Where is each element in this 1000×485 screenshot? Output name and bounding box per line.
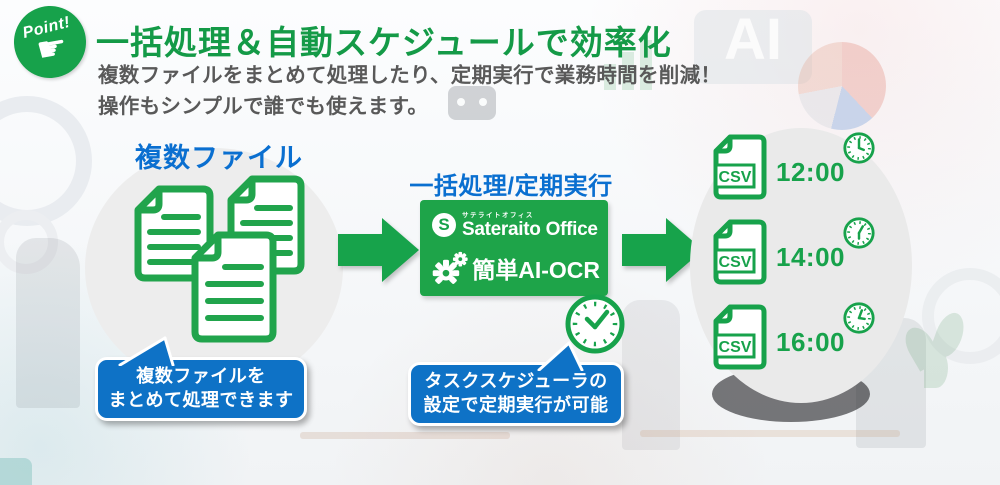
csv-output-row: CSV 16:00 — [712, 302, 892, 375]
product-row: 簡単AI-OCR — [432, 245, 600, 291]
callout-tail — [118, 336, 175, 366]
background-gear-icon — [0, 96, 92, 226]
csv-output-row: CSV 12:00 — [712, 132, 892, 205]
brand-logo-icon: S — [432, 213, 456, 237]
point-badge: Point! ☛ — [6, 0, 94, 86]
subtitle-line-2: 操作もシンプルで誰でも使えます。 — [98, 94, 429, 118]
background-plant — [899, 296, 972, 406]
callout-schedule: タスクスケジューラの 設定で定期実行が可能 — [408, 341, 624, 426]
flow-arrow-icon — [622, 217, 704, 283]
brand-name: Sateraito Office — [462, 219, 598, 240]
background-gear-icon — [922, 268, 1000, 364]
svg-text:CSV: CSV — [719, 254, 752, 271]
background-teal-shape — [0, 458, 32, 485]
page-subtitle: 複数ファイルをまとめて処理したり、定期実行で業務時間を削減！ 操作もシンプルで誰… — [98, 61, 721, 123]
gears-icon — [432, 251, 468, 284]
flow-arrow-icon — [338, 217, 420, 283]
callout-tail — [537, 341, 584, 371]
background-pie-chart-icon — [798, 42, 886, 130]
callout-schedule-line-1: タスクスケジューラの — [424, 371, 608, 392]
callout-batch: 複数ファイルを まとめて処理できます — [95, 336, 307, 421]
small-clock-icon — [843, 302, 875, 334]
background-gear-icon — [0, 210, 58, 274]
csv-output-row: CSV 14:00 — [712, 217, 892, 290]
background-desk — [640, 430, 900, 437]
callout-batch-line-1: 複数ファイルを — [136, 366, 266, 387]
csv-file-icon: CSV — [713, 134, 767, 200]
csv-file-icon: CSV — [713, 304, 767, 370]
small-clock-icon — [843, 132, 875, 164]
background-person-silhouette — [622, 300, 680, 450]
output-time: 12:00 — [776, 157, 845, 187]
pointing-hand-icon: ☛ — [33, 26, 70, 70]
callout-schedule-line-2: 設定で定期実行が可能 — [423, 395, 609, 415]
brand-row: S サテライトオフィス Sateraito Office — [432, 209, 600, 241]
schedule-clock-icon — [563, 292, 627, 361]
subtitle-line-1: 複数ファイルをまとめて処理したり、定期実行で業務時間を削減！ — [98, 64, 722, 87]
small-clock-icon — [843, 217, 875, 249]
svg-text:CSV: CSV — [719, 169, 752, 186]
page-title: 一括処理＆自動スケジュールで効率化 — [96, 24, 672, 61]
document-stack — [128, 172, 328, 347]
process-label: 一括処理/定期実行 — [409, 173, 613, 200]
input-group-label: 複数ファイル — [135, 143, 303, 173]
background-desk — [300, 432, 510, 439]
csv-file-icon: CSV — [713, 219, 767, 285]
output-time: 14:00 — [776, 242, 845, 272]
output-time: 16:00 — [776, 327, 845, 357]
product-card: S サテライトオフィス Sateraito Office — [420, 200, 608, 296]
background-person-silhouette — [16, 238, 80, 408]
brand-ruby: サテライトオフィス — [462, 212, 534, 219]
svg-text:CSV: CSV — [719, 339, 752, 356]
product-name: 簡単AI-OCR — [472, 257, 600, 283]
callout-batch-line-2: まとめて処理できます — [108, 390, 294, 410]
